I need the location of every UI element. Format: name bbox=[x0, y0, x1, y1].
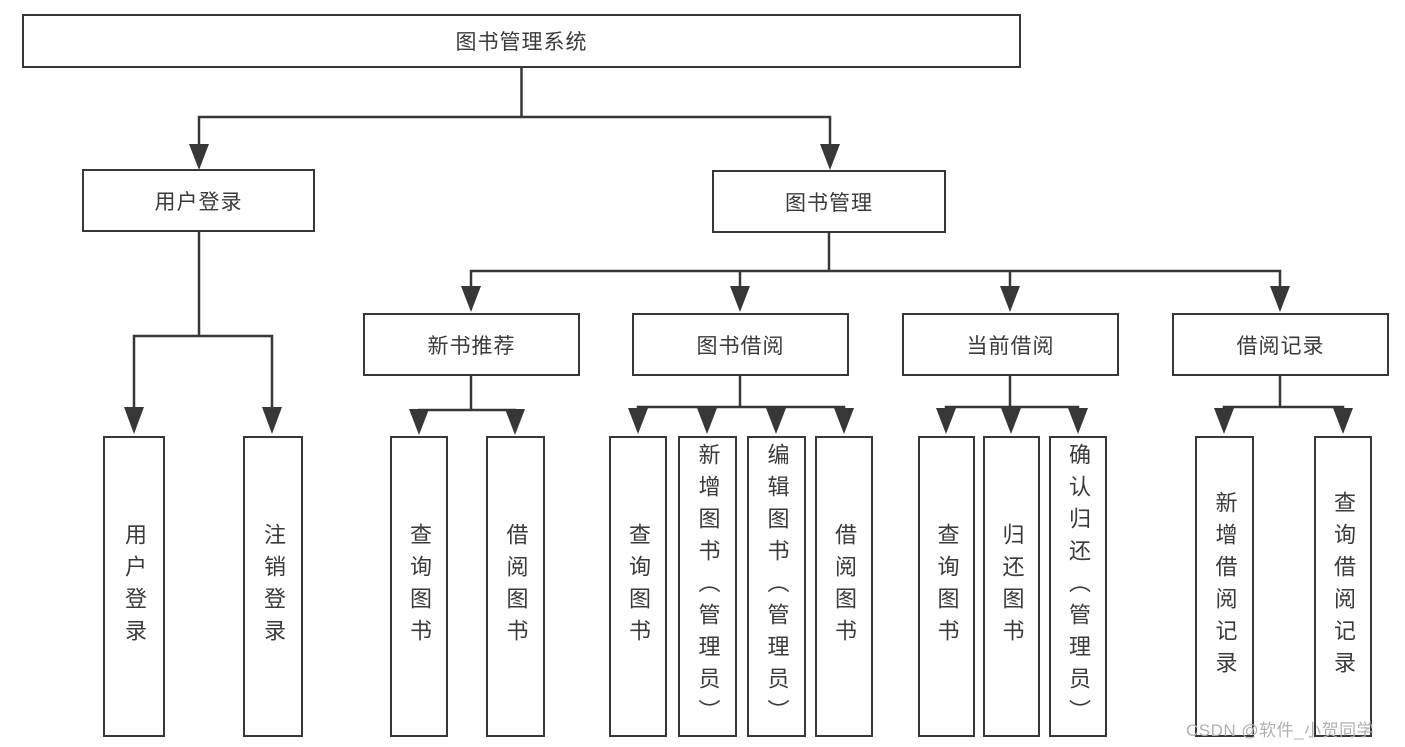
node-current-query-books: 查询图书 bbox=[918, 436, 975, 737]
node-login-user-login: 用户登录 bbox=[103, 436, 165, 737]
node-new-book-recommendation: 新书推荐 bbox=[363, 313, 580, 376]
node-book-management: 图书管理 bbox=[712, 170, 946, 233]
node-recommend-borrow-books: 借阅图书 bbox=[486, 436, 545, 737]
csdn-watermark: CSDN @软件_小贺同学 bbox=[1186, 721, 1375, 740]
node-library-management-system: 图书管理系统 bbox=[22, 14, 1021, 68]
node-borrowing-records: 借阅记录 bbox=[1172, 313, 1389, 376]
node-borrowing-borrow-books: 借阅图书 bbox=[815, 436, 873, 737]
node-records-query-borrow-record: 查询借阅记录 bbox=[1314, 436, 1372, 737]
arrowheads bbox=[124, 144, 1353, 435]
node-current-borrowing: 当前借阅 bbox=[902, 313, 1119, 376]
node-records-add-borrow-record: 新增借阅记录 bbox=[1195, 436, 1254, 737]
node-login-logout: 注销登录 bbox=[243, 436, 303, 737]
node-book-borrowing: 图书借阅 bbox=[632, 313, 849, 376]
node-borrowing-add-book-admin: 新增图书（管理员） bbox=[678, 436, 737, 737]
node-borrowing-query-books: 查询图书 bbox=[609, 436, 667, 737]
node-current-confirm-return-admin: 确认归还（管理员） bbox=[1049, 436, 1107, 737]
node-recommend-query-books: 查询图书 bbox=[390, 436, 448, 737]
node-current-return-books: 归还图书 bbox=[983, 436, 1040, 737]
node-user-login: 用户登录 bbox=[82, 169, 315, 232]
node-borrowing-edit-book-admin: 编辑图书（管理员） bbox=[747, 436, 806, 737]
